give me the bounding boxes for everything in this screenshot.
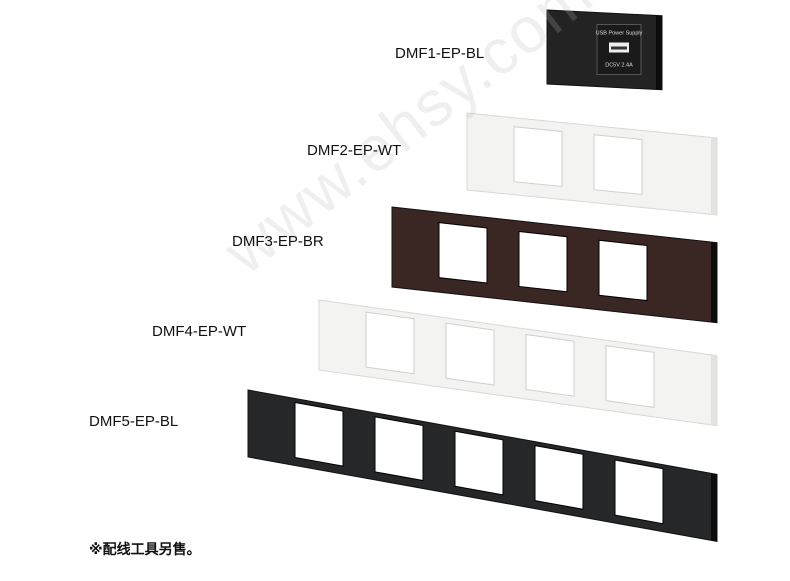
module-opening: [513, 126, 563, 188]
plate-edge: [711, 242, 717, 323]
usb-module-rating: DC5V 2.4A: [605, 63, 633, 69]
plate-body: [466, 112, 718, 216]
module-opening: [374, 416, 424, 482]
plate-edge: [656, 15, 662, 90]
plate-edge: [711, 137, 717, 215]
module-opening: [445, 322, 495, 386]
model-label-dmf3: DMF3-EP-BR: [232, 233, 324, 250]
module-opening: [614, 459, 664, 525]
module-opening: [294, 401, 344, 467]
model-label-dmf4: DMF4-EP-WT: [152, 323, 247, 340]
usb-module-title: USB Power Supply: [596, 31, 643, 37]
faceplate-dmf3-ep-br: [391, 206, 718, 324]
faceplate-dmf5-ep-bl: [247, 389, 718, 543]
plate-edge: [711, 354, 717, 426]
module-opening: [518, 230, 568, 293]
usb-port-tongue: [611, 46, 627, 50]
model-label-dmf2: DMF2-EP-WT: [307, 142, 402, 159]
module-opening: [605, 345, 655, 408]
module-opening: [534, 445, 584, 510]
module-opening: [438, 222, 488, 284]
module-opening: [454, 430, 504, 496]
module-opening: [525, 333, 575, 397]
model-label-dmf1: DMF1-EP-BL: [395, 45, 485, 62]
module-opening: [365, 311, 415, 375]
module-opening: [593, 134, 643, 196]
faceplate-dmf4-ep-wt: [318, 299, 718, 427]
model-label-dmf5: DMF5-EP-BL: [89, 413, 179, 430]
footnote: ※配线工具另售。: [89, 542, 201, 558]
module-opening: [598, 239, 648, 302]
faceplate-dmf2-ep-wt: [466, 112, 718, 216]
plate-edge: [711, 473, 717, 542]
